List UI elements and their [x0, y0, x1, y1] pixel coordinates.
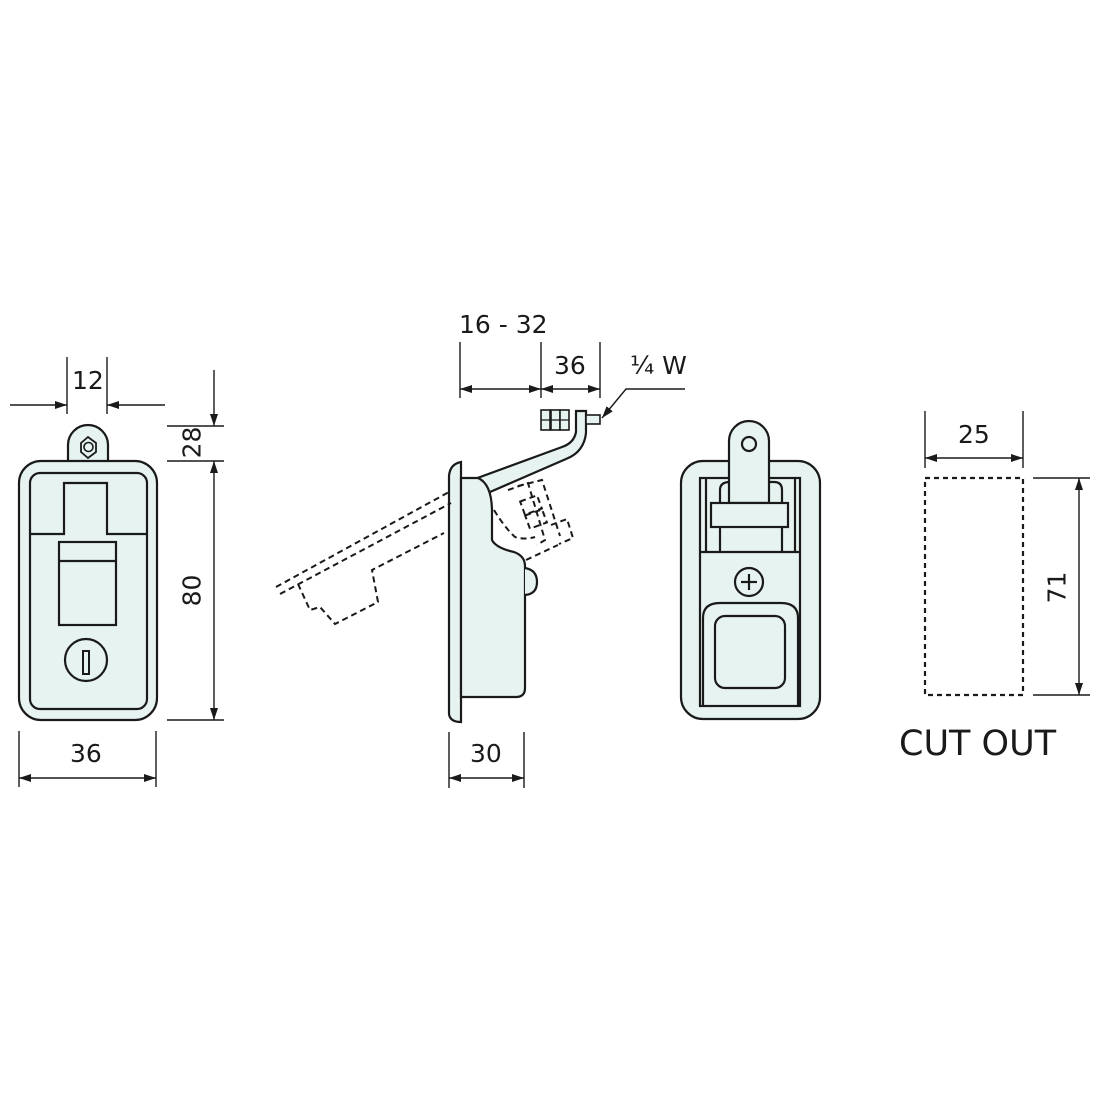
- side-view: [447, 409, 601, 724]
- side-view-phantom-lines: [275, 478, 575, 626]
- cutout-view: [923, 476, 1025, 697]
- side-view-dimensions: [448, 342, 685, 788]
- front-view: [17, 423, 159, 722]
- dim-side-grip-range: 16 - 32: [459, 310, 548, 339]
- dim-front-height: 80: [177, 574, 207, 607]
- dim-front-width: 36: [70, 739, 102, 768]
- cutout-dimensions: [924, 411, 1090, 696]
- dim-front-tab-width: 12: [72, 366, 104, 395]
- dim-side-depth: 30: [470, 739, 502, 768]
- cutout-caption: CUT OUT: [899, 724, 1057, 764]
- dim-cutout-width: 25: [958, 420, 990, 449]
- rear-view: [679, 419, 822, 721]
- dim-side-arm: 36: [554, 351, 586, 380]
- dim-cutout-height: 71: [1042, 571, 1072, 604]
- dim-front-tab-height: 28: [177, 426, 207, 459]
- dim-side-thread: ¼ W: [630, 351, 687, 380]
- front-view-dimensions: [10, 357, 224, 787]
